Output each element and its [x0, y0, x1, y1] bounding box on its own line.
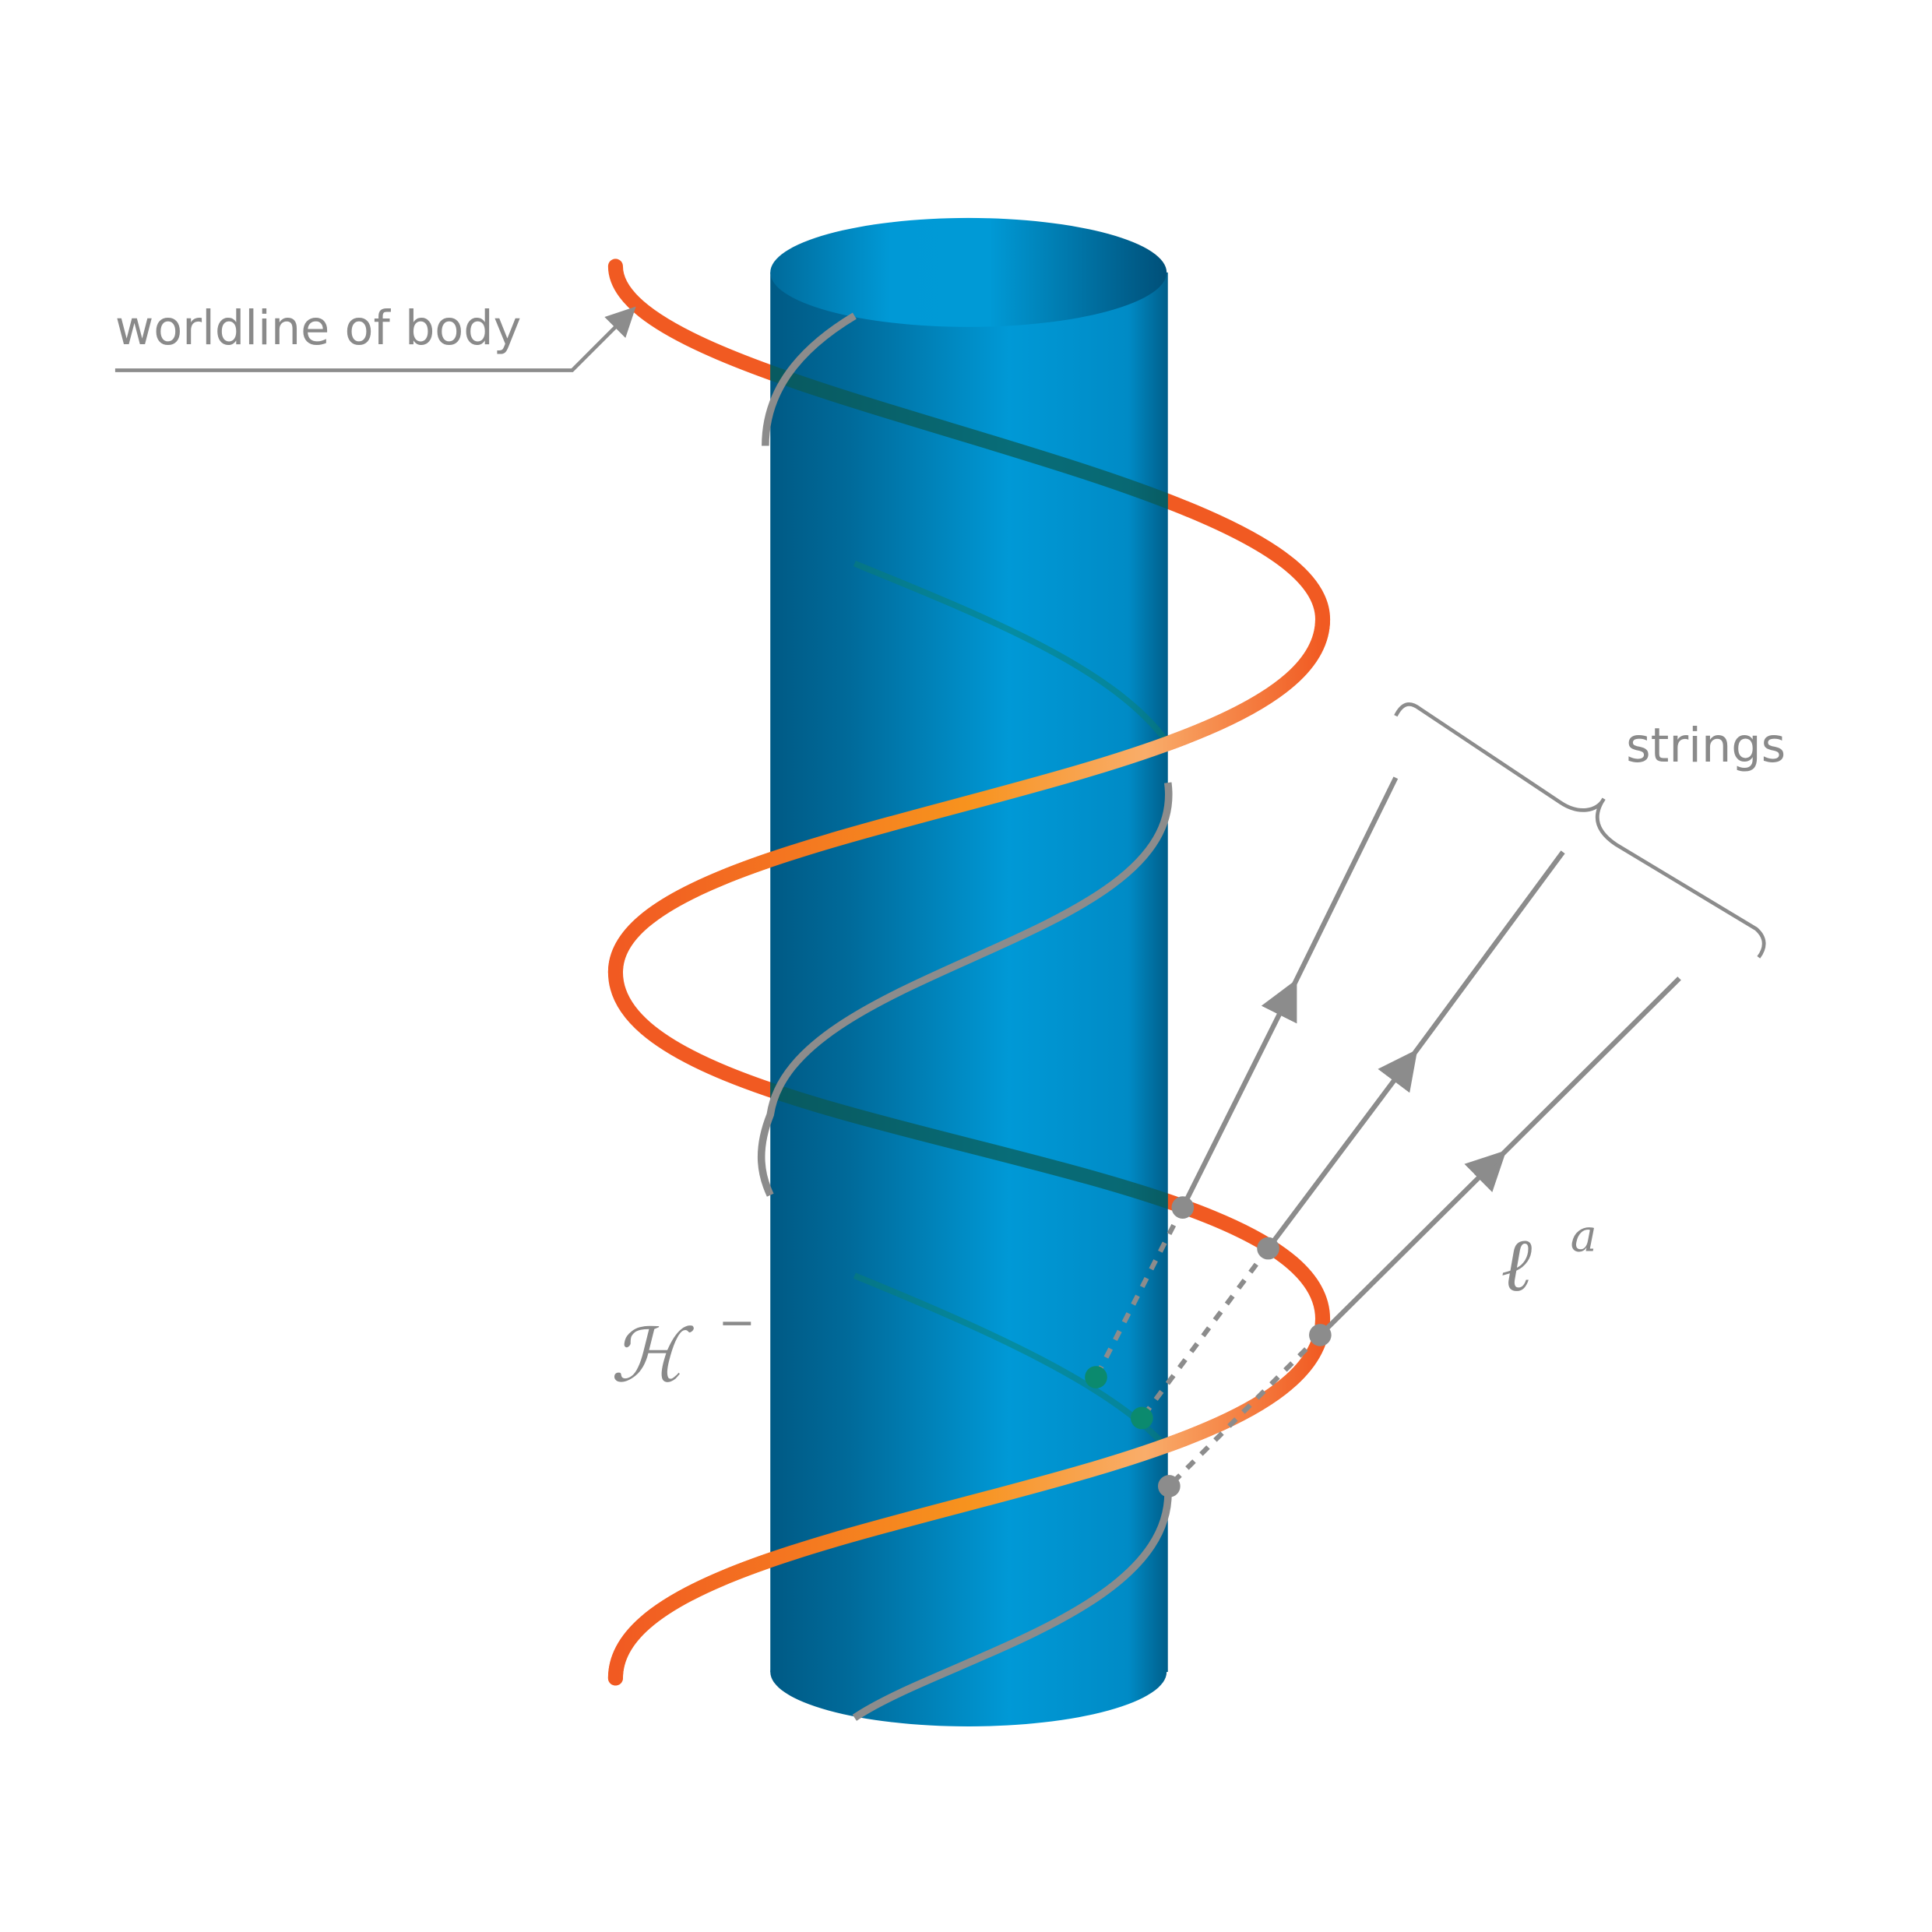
null-vector-label-sup: a — [1571, 1209, 1597, 1262]
worldline-callout — [114, 306, 636, 372]
string-endpoints — [1085, 1196, 1332, 1497]
strings-label: strings — [1626, 719, 1786, 773]
horizon-generator — [757, 312, 1173, 1721]
strings — [1093, 776, 1681, 1488]
strings-brace — [1394, 702, 1766, 959]
worldline-front — [607, 611, 1331, 980]
null-vector-label: ℓ — [1501, 1221, 1533, 1308]
horizon-label: ℋ — [611, 1311, 695, 1399]
horizon-cylinder — [770, 217, 1168, 1726]
worldline-label: worldline of body — [115, 301, 522, 356]
horizon-label-sup: − — [718, 1297, 755, 1349]
worldline-front-lower — [607, 1311, 1331, 1686]
